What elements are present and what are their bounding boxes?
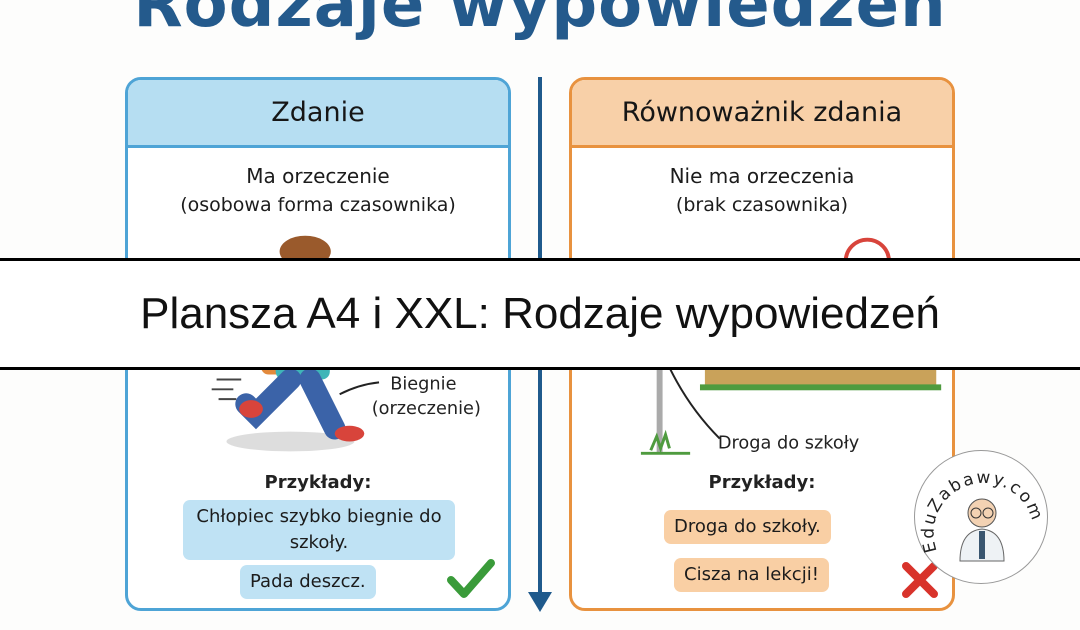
logo-image: EduZabawy.com [919, 468, 1045, 562]
examples-title: Przykłady: [264, 472, 372, 493]
definition-line: Nie ma orzeczenia [669, 164, 855, 188]
card-heading: Równoważnik zdania [572, 80, 952, 148]
example-phrase: Cisza na lekcji! [674, 558, 829, 592]
banner: Plansza A4 i XXL: Rodzaje wypowiedzeń [0, 258, 1080, 370]
definition-note: (brak czasownika) [675, 194, 849, 216]
phrase-label: Droga do szkoły [718, 433, 859, 453]
verb-label: Biegnie [390, 374, 456, 394]
card-subtitle: Nie ma orzeczenia (brak czasownika) [572, 162, 952, 220]
examples-title: Przykłady: [708, 472, 816, 493]
verb-label-note: (orzeczenie) [372, 399, 481, 419]
eduzabawy-logo[interactable]: EduZabawy.com [914, 450, 1048, 584]
definition-line: Ma orzeczenie [246, 164, 390, 188]
check-icon [447, 559, 495, 598]
definition-note: (osobowa forma czasownika) [180, 194, 456, 216]
example-sentence: Pada deszcz. [240, 565, 376, 599]
banner-text: Plansza A4 i XXL: Rodzaje wypowiedzeń [140, 289, 940, 338]
card-subtitle: Ma orzeczenie (osobowa forma czasownika) [128, 162, 508, 220]
example-sentence: Chłopiec szybko biegnie do szkoły. [183, 500, 455, 560]
cross-icon [902, 562, 938, 598]
poster-title: Rodzaje wypowiedzeń [133, 0, 947, 42]
example-phrase: Droga do szkoły. [664, 510, 831, 544]
arrow-down-icon [528, 592, 552, 612]
card-heading: Zdanie [128, 80, 508, 148]
